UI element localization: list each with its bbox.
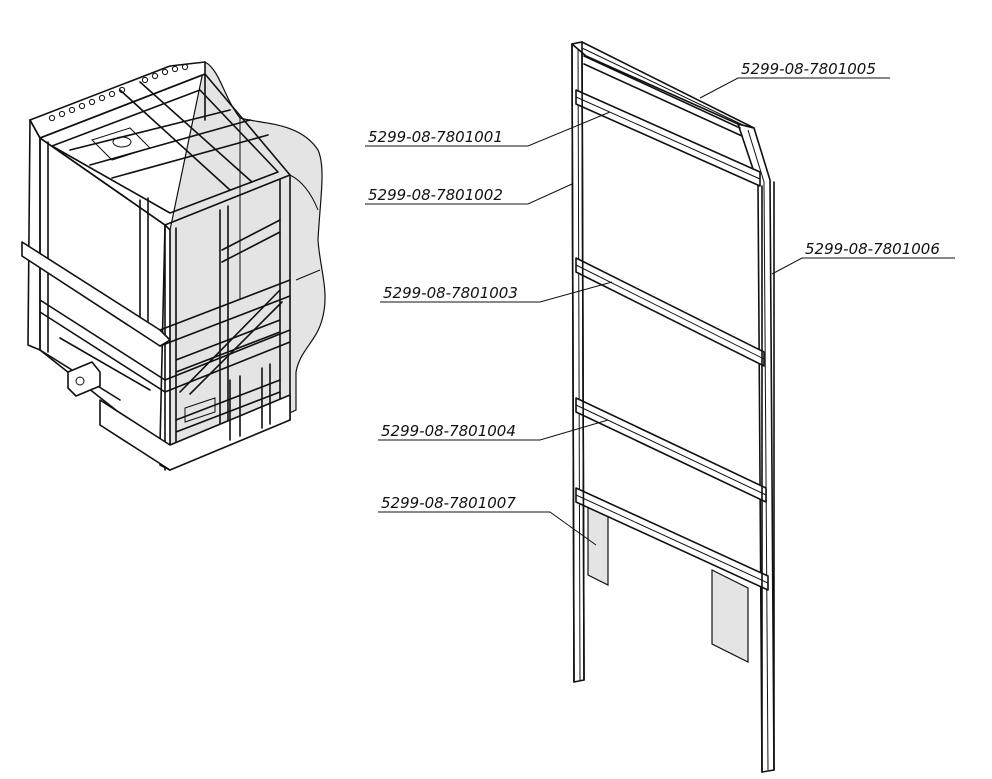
cross-tube (21, 241, 171, 347)
leader-p2 (365, 183, 573, 205)
floor-box (99, 394, 291, 471)
callout-5299-08-7801006: 5299-08-7801006 (805, 240, 940, 258)
part-5-top-rail (571, 41, 755, 129)
leader-p5 (699, 77, 890, 99)
callout-5299-08-7801005: 5299-08-7801005 (741, 60, 876, 78)
callout-5299-08-7801001: 5299-08-7801001 (368, 128, 503, 146)
leader-p6 (771, 257, 955, 275)
part-7-lower-panel-front (587, 504, 609, 586)
part-labels: 5299-08-7801001 5299-08-7801002 5299-08-… (368, 60, 940, 512)
callout-5299-08-7801003: 5299-08-7801003 (383, 284, 518, 302)
roof-front-rail (29, 61, 206, 139)
leader-lines (365, 77, 955, 546)
leader-p3 (380, 281, 613, 303)
callout-5299-08-7801002: 5299-08-7801002 (368, 186, 503, 204)
leader-p7 (378, 511, 597, 546)
side-frame-view (571, 41, 775, 773)
leader-p1 (365, 111, 611, 147)
leader-p4 (378, 419, 609, 441)
cab-frame-isometric-view (21, 61, 326, 471)
callout-5299-08-7801004: 5299-08-7801004 (381, 422, 516, 440)
front-posts (39, 73, 291, 471)
callout-5299-08-7801007: 5299-08-7801007 (381, 494, 516, 512)
rivet-holes (48, 63, 189, 122)
cab-side-skin (169, 61, 326, 471)
part-6-rear-upright (737, 123, 775, 773)
part-7-lower-panel-rear (711, 569, 749, 663)
